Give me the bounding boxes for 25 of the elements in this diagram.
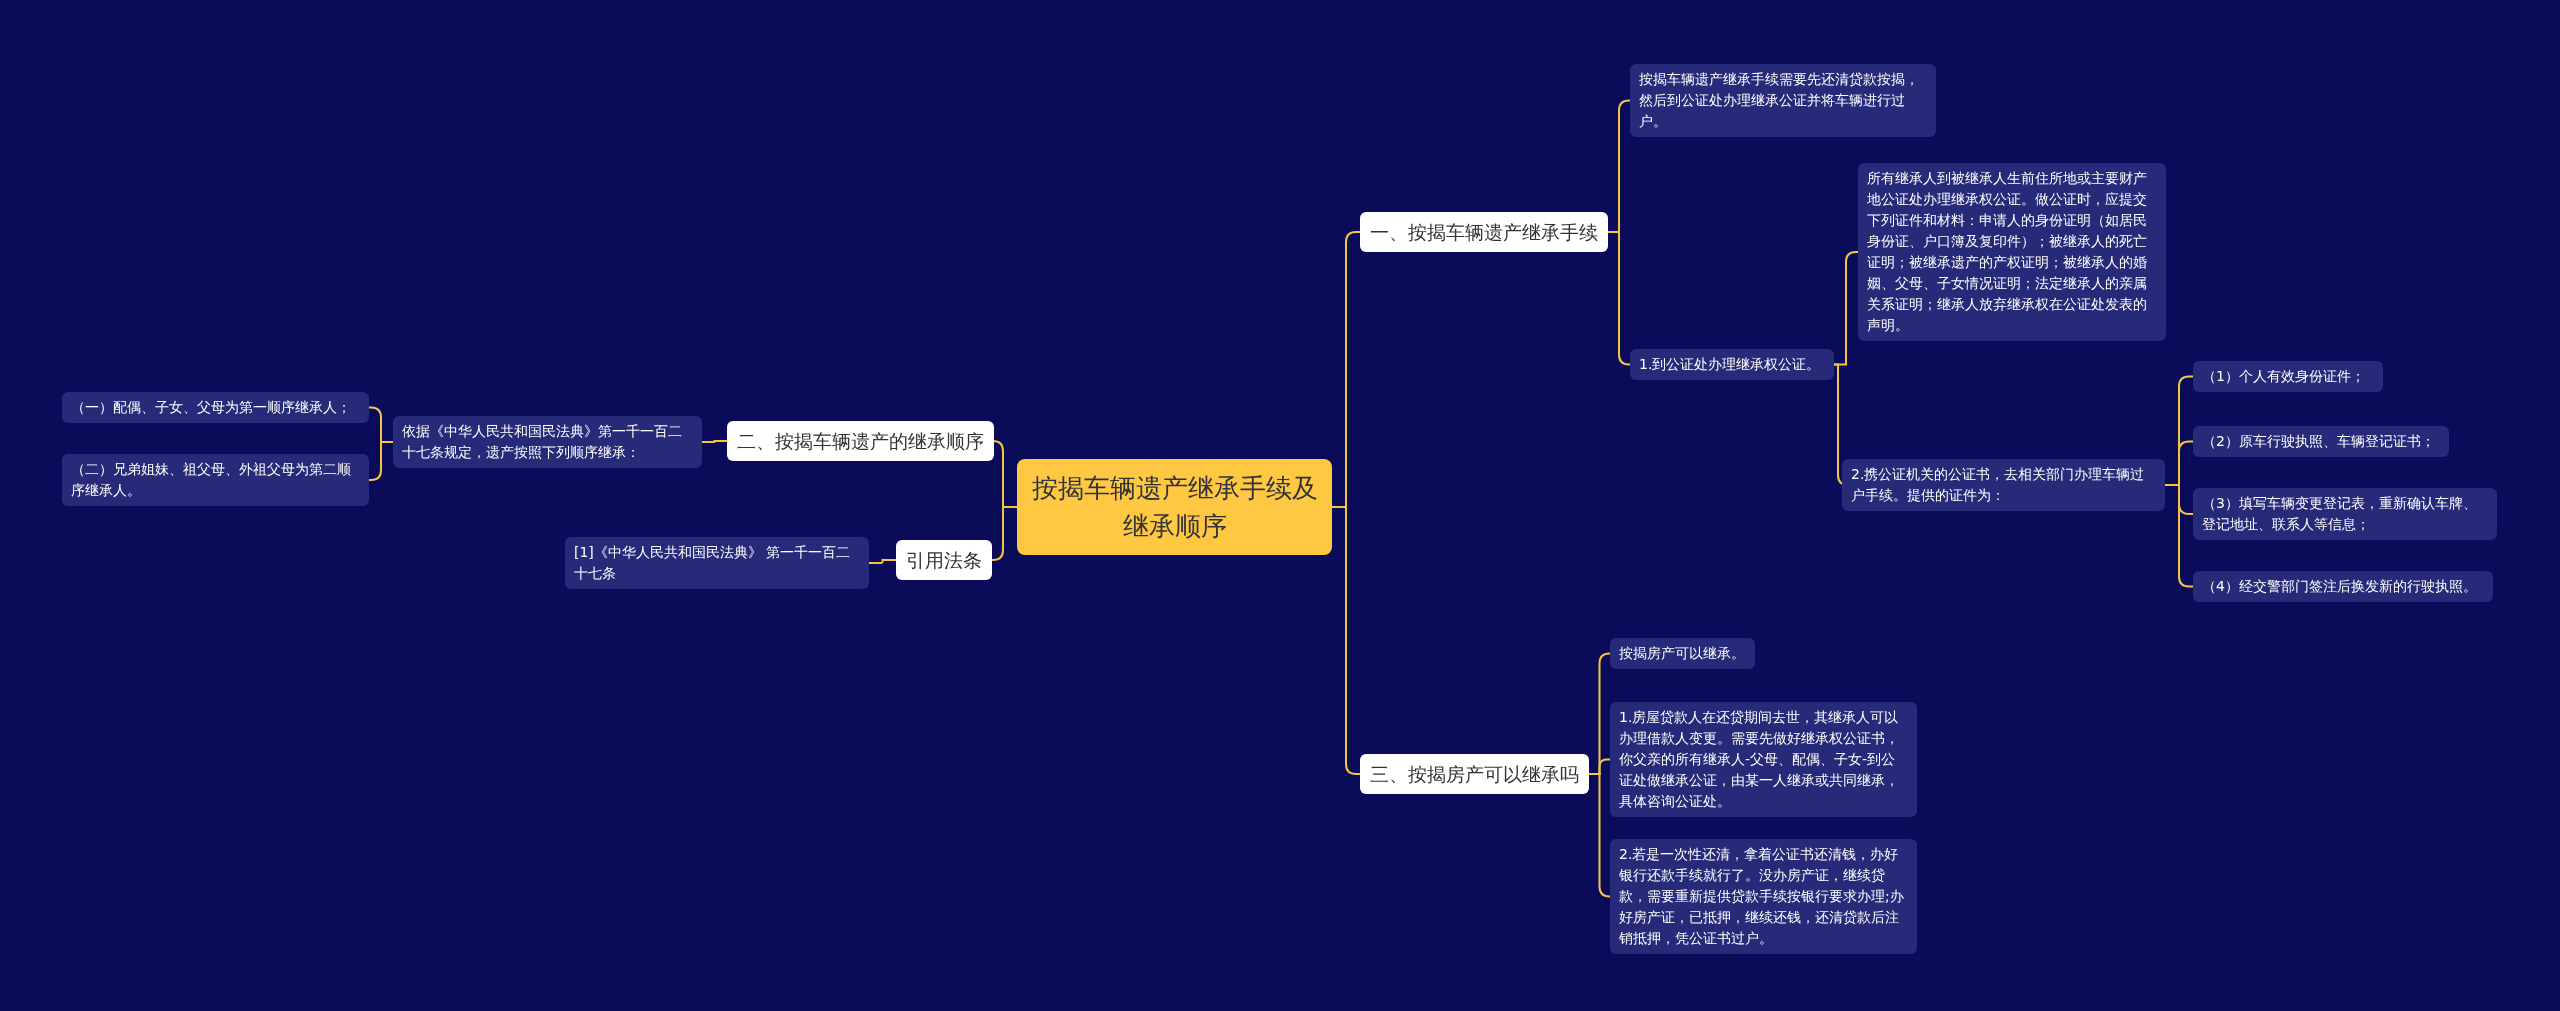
text-box: 所有继承人到被继承人生前住所地或主要财产地公证处办理继承权公证。做公证时，应提交下列证件和材料：申请人的身份证明（如居民身份证、户口簿及复印件）；被继承人的死亡证明；被继承遗产的产权证明；被继承人的婚姻、父母、子女情况证明；法定继承人的亲属关系证明；继承人放弃继承权在公证处发表的声明。 [1858, 163, 2166, 341]
branch-topic-box: 一、按揭车辆遗产继承手续 [1360, 212, 1608, 252]
branch-topic-box: 三、按揭房产可以继承吗 [1360, 754, 1589, 794]
text-box: （二）兄弟姐妹、祖父母、外祖父母为第二顺序继承人。 [62, 454, 369, 506]
text-box: 按揭房产可以继承。 [1610, 638, 1755, 669]
text-box: 1.到公证处办理继承权公证。 [1630, 349, 1834, 380]
text-box: 2.携公证机关的公证书，去相关部门办理车辆过户手续。提供的证件为： [1842, 459, 2165, 511]
text-box: 2.若是一次性还清，拿着公证书还清钱，办好银行还款手续就行了。没办房产证，继续贷款，需要重新提供贷款手续按银行要求办理;办好房产证，已抵押，继续还钱，还清贷款后注销抵押，凭公证书过户。 [1610, 839, 1917, 954]
text-box: 依据《中华人民共和国民法典》第一千一百二十七条规定，遗产按照下列顺序继承： [393, 416, 702, 468]
text-box: [1]《中华人民共和国民法典》 第一千一百二十七条 [565, 537, 869, 589]
text-box: 按揭车辆遗产继承手续需要先还清贷款按揭，然后到公证处办理继承公证并将车辆进行过户。 [1630, 64, 1936, 137]
branch-topic-box: 二、按揭车辆遗产的继承顺序 [727, 421, 994, 461]
connector-line [368, 441, 394, 481]
branch-topic-box: 引用法条 [896, 540, 992, 580]
text-box: （2）原车行驶执照、车辆登记证书； [2193, 426, 2449, 457]
text-box: （3）填写车辆变更登记表，重新确认车牌、登记地址、联系人等信息； [2193, 488, 2497, 540]
text-box: （一）配偶、子女、父母为第一顺序继承人； [62, 392, 369, 423]
connector-line [868, 559, 897, 564]
text-box: （1）个人有效身份证件； [2193, 361, 2383, 392]
root-topic-box: 按揭车辆遗产继承手续及继承顺序 [1017, 459, 1332, 555]
connector-line [701, 440, 728, 443]
text-box: （4）经交警部门签注后换发新的行驶执照。 [2193, 571, 2493, 602]
connector-line [1331, 506, 1361, 775]
text-box: 1.房屋贷款人在还贷期间去世，其继承人可以办理借款人变更。需要先做好继承权公证书，你父亲的所有继承人-父母、配偶、子女-到公证处做继承公证，由某一人继承或共同继承，具体咨询公证处。 [1610, 702, 1917, 817]
connector-line [1588, 773, 1611, 898]
